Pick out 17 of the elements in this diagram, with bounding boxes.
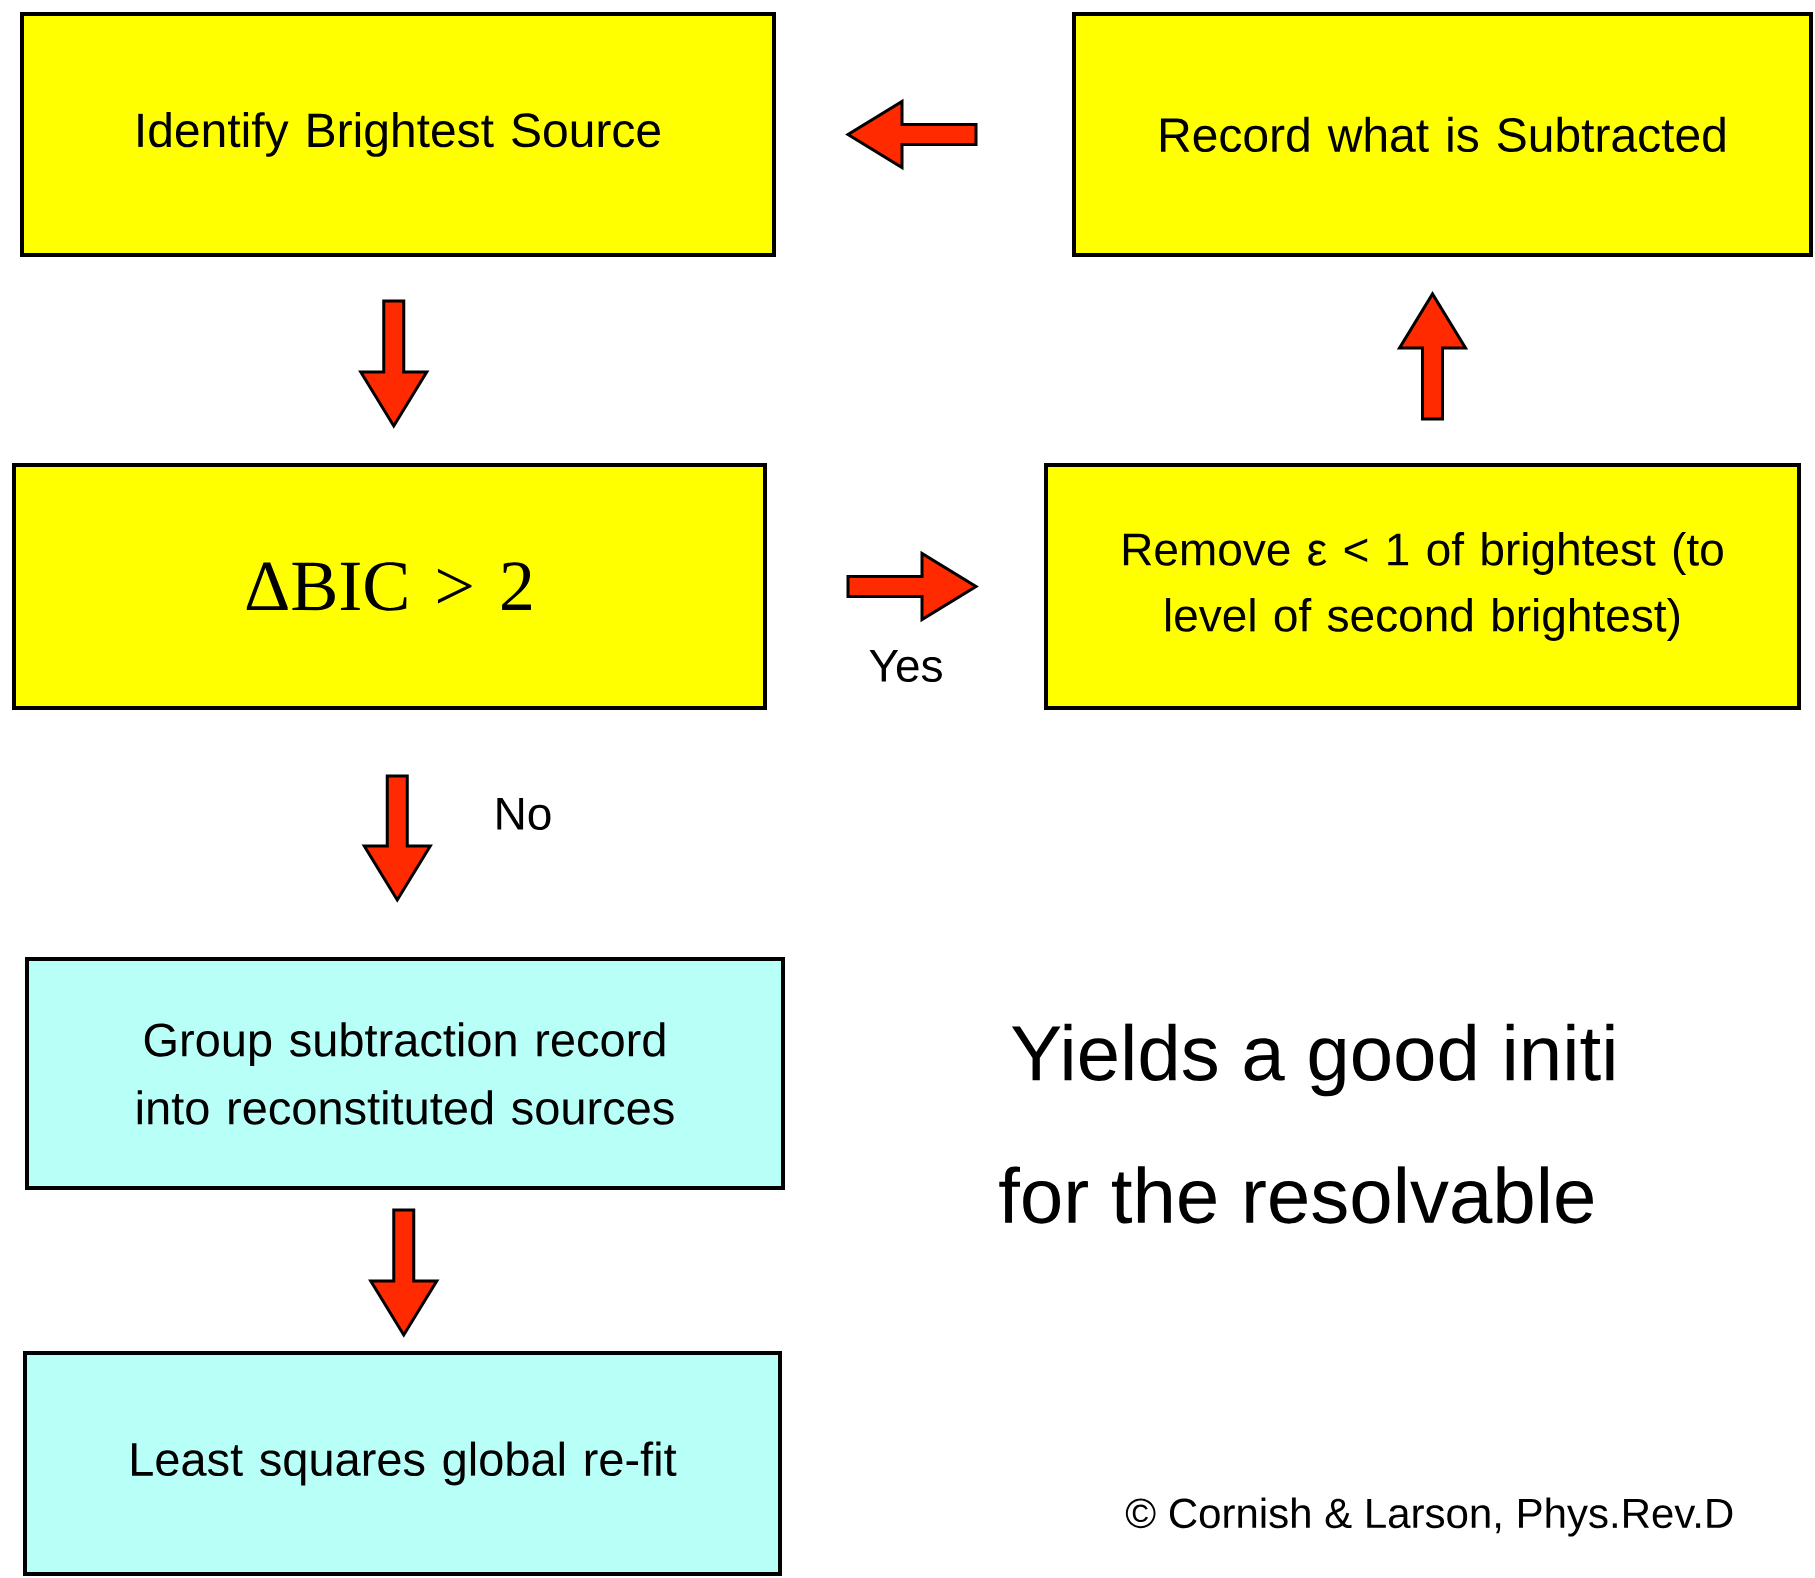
arrow (846, 550, 979, 623)
arrow (361, 774, 433, 903)
arrow (1396, 291, 1469, 421)
arrow (845, 98, 978, 171)
process-box: Record what is Subtracted (1072, 11, 1813, 257)
process-box: ΔBIC > 2 (12, 463, 767, 710)
edge-label: No (497, 797, 551, 831)
arrow (358, 299, 430, 429)
citation-text: © Cornish & Larson, Phys.Rev.D (1125, 1497, 1733, 1537)
process-box: Remove ε < 1 of brightest (to level of second brightest) (1044, 463, 1801, 710)
process-box: Identify Brightest Source (20, 11, 776, 257)
arrow (368, 1208, 440, 1338)
caption-text: for the resolvable (999, 1166, 1593, 1224)
edge-label: Yes (869, 649, 942, 683)
process-box: Least squares global re-fit (23, 1351, 782, 1576)
process-box: Group subtraction record into reconstituted sources (25, 957, 785, 1190)
caption-text: Yields a good initi (1011, 1023, 1614, 1097)
